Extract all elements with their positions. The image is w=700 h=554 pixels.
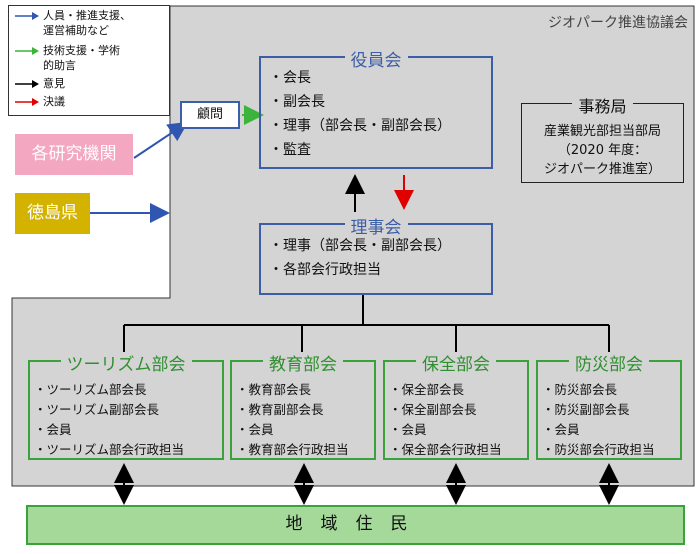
board-item-admin: ・各部会行政担当 — [269, 262, 381, 278]
legend-arrow-opinion — [15, 80, 39, 88]
division-tourism-item: ・会員 — [34, 422, 72, 437]
division-tourism-item: ・ツーリズム部会行政担当 — [34, 442, 185, 457]
legend-arrow-support — [15, 12, 39, 20]
legend-arrow-resolution — [15, 98, 39, 106]
legend-resolution: 決議 — [43, 95, 65, 108]
division-tourism-item: ・ツーリズム部会長 — [34, 382, 147, 397]
division-conservation-item: ・保全部会行政担当 — [389, 442, 502, 457]
research-to-advisor-arrow — [133, 121, 189, 159]
advisor-box: 顧問 — [180, 101, 240, 129]
legend-support-line1: 人員・推進支援、 — [43, 9, 131, 22]
executive-item-directors: ・理事（部会長・副部会長） — [269, 118, 451, 134]
division-tourism-title: ツーリズム部会 — [60, 355, 192, 375]
legend-technical-line2: 的助言 — [43, 59, 76, 72]
secretariat-line1: 産業観光部担当部局 — [543, 124, 661, 139]
division-disaster-item: ・防災副部会長 — [542, 402, 630, 417]
division-education-box: 教育部会 ・教育部会長 ・教育副部会長 ・会員 ・教育部会行政担当 — [230, 355, 376, 460]
executive-item-vice-chair: ・副会長 — [269, 94, 325, 110]
division-conservation-box: 保全部会 ・保全部会長 ・保全副部会長 ・会員 ・保全部会行政担当 — [383, 355, 529, 460]
legend-technical-line1: 技術支援・学術 — [43, 44, 120, 57]
division-education-item: ・教育部会行政担当 — [236, 442, 349, 457]
division-education-title: 教育部会 — [263, 355, 343, 375]
division-disaster-box: 防災部会 ・防災部会長 ・防災副部会長 ・会員 ・防災部会行政担当 — [536, 355, 682, 460]
board-of-directors-box: 理事会 ・理事（部会長・副部会長） ・各部会行政担当 — [259, 218, 493, 295]
legend-arrow-technical — [15, 47, 39, 55]
division-tourism-item: ・ツーリズム副部会長 — [34, 402, 160, 417]
legend: 人員・推進支援、 運営補助など 技術支援・学術 的助言 意見 決議 — [8, 5, 170, 116]
division-conservation-item: ・保全部会長 — [389, 382, 465, 397]
division-disaster-item: ・防災部会長 — [542, 382, 618, 397]
division-conservation-item: ・会員 — [389, 422, 427, 437]
division-education-item: ・教育副部会長 — [236, 402, 324, 417]
prefecture-box: 徳島県 — [15, 193, 90, 234]
research-institutions-box: 各研究機関 — [15, 134, 133, 175]
executive-item-auditor: ・監査 — [269, 142, 311, 158]
secretariat-box: 事務局 産業観光部担当部局 （2020 年度： ジオパーク推進室） — [521, 97, 684, 183]
board-of-directors-title: 理事会 — [344, 218, 408, 238]
local-residents-box: 地域住民 — [26, 505, 685, 545]
executive-board-box: 役員会 ・会長 ・副会長 ・理事（部会長・副部会長） ・監査 — [259, 51, 493, 169]
division-disaster-item: ・防災部会行政担当 — [542, 442, 655, 457]
council-title: ジオパーク推進協議会 — [548, 15, 688, 31]
secretariat-line2: （2020 年度： — [557, 143, 648, 158]
executive-board-title: 役員会 — [344, 51, 408, 71]
secretariat-title: 事務局 — [572, 97, 633, 116]
division-tourism-box: ツーリズム部会 ・ツーリズム部会長 ・ツーリズム副部会長 ・会員 ・ツーリズム部… — [28, 355, 224, 460]
division-education-item: ・会員 — [236, 422, 274, 437]
legend-opinion: 意見 — [43, 77, 65, 90]
executive-item-chair: ・会長 — [269, 70, 311, 86]
division-conservation-title: 保全部会 — [416, 355, 496, 375]
division-education-item: ・教育部会長 — [236, 382, 312, 397]
division-conservation-item: ・保全副部会長 — [389, 402, 477, 417]
division-disaster-item: ・会員 — [542, 422, 580, 437]
division-disaster-title: 防災部会 — [569, 355, 649, 375]
board-item-directors: ・理事（部会長・副部会長） — [269, 238, 451, 254]
secretariat-line3: ジオパーク推進室） — [543, 162, 661, 177]
legend-support-line2: 運営補助など — [43, 24, 109, 37]
